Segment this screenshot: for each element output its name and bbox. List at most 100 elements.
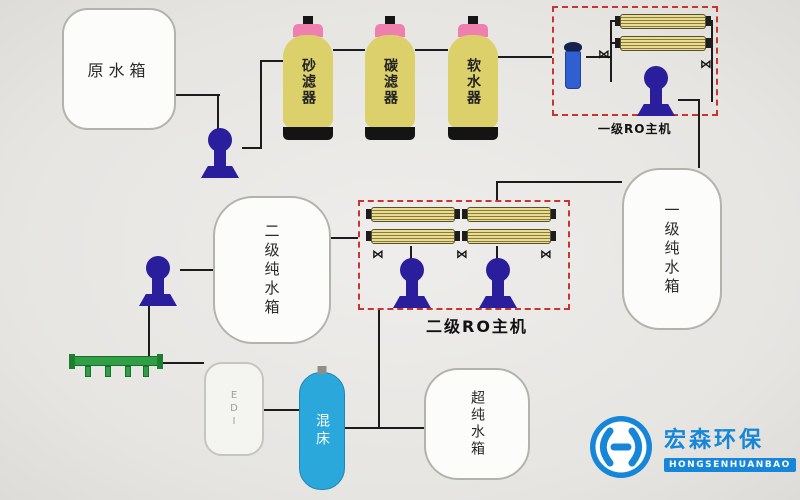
pipe (158, 362, 204, 364)
sand-filter-vessel: 砂滤器 (283, 16, 333, 140)
security-filter-body (565, 51, 581, 89)
stage2-pure-water-tank-label: 二级纯水箱 (262, 222, 281, 318)
ro-membrane (462, 207, 556, 222)
manifold-leg (85, 366, 91, 377)
distribution-manifold (69, 354, 163, 377)
pipe (260, 60, 262, 149)
pipe (711, 20, 713, 102)
pipe (698, 99, 700, 168)
logo-name-en: HONGSENHUANBAO (664, 458, 796, 472)
edi-module: EDI (204, 362, 264, 456)
carbon-filter-label: 碳滤器 (382, 57, 398, 106)
pipe (242, 147, 262, 149)
pipe (176, 94, 220, 96)
pipe (345, 427, 424, 429)
vent-fitting-icon (385, 16, 395, 24)
pipe (498, 56, 552, 58)
mixed-bed-label: 混床 (314, 413, 330, 449)
mixed-bed-column: 混床 (299, 366, 345, 490)
carbon-filter-vessel: 碳滤器 (365, 16, 415, 140)
pump-body (650, 86, 662, 105)
vessel-base (365, 127, 415, 140)
ultrapure-water-tank-label: 超纯水箱 (469, 390, 485, 458)
vessel-base (283, 127, 333, 140)
stage2-ro-skid-outline (358, 200, 570, 310)
stage1-ro-skid-outline (552, 6, 718, 116)
transfer-pump (136, 256, 180, 306)
company-logo: 宏森环保 HONGSENHUANBAO (588, 414, 796, 480)
security-filter (562, 42, 584, 94)
pump-base (637, 104, 675, 116)
valve-icon: ⋈ (598, 47, 610, 61)
pipe (217, 94, 219, 134)
logo-mark-icon (590, 416, 652, 478)
manifold-leg (105, 366, 111, 377)
edi-module-label: EDI (228, 389, 240, 429)
manifold-leg (125, 366, 131, 377)
vent-fitting-icon (303, 16, 313, 24)
vessel-body: 软水器 (448, 35, 498, 128)
stage2-pure-water-tank: 二级纯水箱 (213, 196, 331, 344)
valve-icon: ⋈ (540, 247, 552, 261)
valve-icon: ⋈ (372, 247, 384, 261)
pipe (331, 237, 358, 239)
ro-membrane (366, 229, 460, 244)
stage1-high-pressure-pump (634, 66, 678, 116)
vessel-body: 砂滤器 (283, 35, 333, 128)
column-fitting (317, 366, 327, 374)
valve-icon: ⋈ (456, 247, 468, 261)
pipe (333, 49, 365, 51)
pump-base (201, 166, 239, 178)
manifold-leg (143, 366, 149, 377)
softener-vessel: 软水器 (448, 16, 498, 140)
manifold-flange (157, 354, 163, 369)
pipe (148, 304, 150, 358)
stage2-high-pressure-pump-2 (476, 258, 520, 308)
pump-body (214, 148, 226, 167)
logo-text-block: 宏森环保 HONGSENHUANBAO (664, 422, 796, 472)
pump-body (492, 278, 504, 297)
stage2-high-pressure-pump-1 (390, 258, 434, 308)
pipe (378, 310, 380, 429)
pipe (264, 409, 299, 411)
vessel-body: 碳滤器 (365, 35, 415, 128)
ultrapure-water-tank: 超纯水箱 (424, 368, 530, 480)
pipe (496, 246, 498, 260)
pipe (497, 181, 622, 183)
pipe (496, 181, 498, 200)
ro-membrane (615, 36, 711, 51)
pump-base (479, 296, 517, 308)
stage1-pure-water-tank: 一级纯水箱 (622, 168, 722, 330)
pipe (415, 49, 448, 51)
vent-fitting-icon (468, 16, 478, 24)
ro-membrane (462, 229, 556, 244)
stage1-pure-water-tank-label: 一级纯水箱 (662, 201, 681, 297)
pipe (586, 56, 612, 58)
raw-water-tank: 原水箱 (62, 8, 176, 130)
pipe (610, 20, 612, 82)
pump-body (406, 278, 418, 297)
pipe (410, 246, 412, 260)
raw-water-tank-label: 原水箱 (87, 61, 151, 80)
stage1-ro-label: 一级RO主机 (598, 122, 672, 136)
manifold-flange (69, 354, 75, 369)
sand-filter-label: 砂滤器 (300, 57, 316, 106)
vessel-cap (375, 24, 405, 37)
vessel-cap (458, 24, 488, 37)
stage2-ro-label: 二级RO主机 (426, 317, 528, 336)
pipe (678, 99, 700, 101)
pump-base (139, 294, 177, 306)
ro-membrane (615, 14, 711, 29)
pipe (180, 269, 213, 271)
pump-body (152, 276, 164, 295)
security-filter-cap (564, 42, 582, 52)
valve-icon: ⋈ (700, 57, 712, 71)
softener-label: 软水器 (465, 57, 481, 106)
raw-feed-pump (198, 128, 242, 178)
logo-name-cn: 宏森环保 (664, 428, 765, 453)
vessel-base (448, 127, 498, 140)
vessel-cap (293, 24, 323, 37)
pipe (260, 60, 288, 62)
ro-membrane (366, 207, 460, 222)
